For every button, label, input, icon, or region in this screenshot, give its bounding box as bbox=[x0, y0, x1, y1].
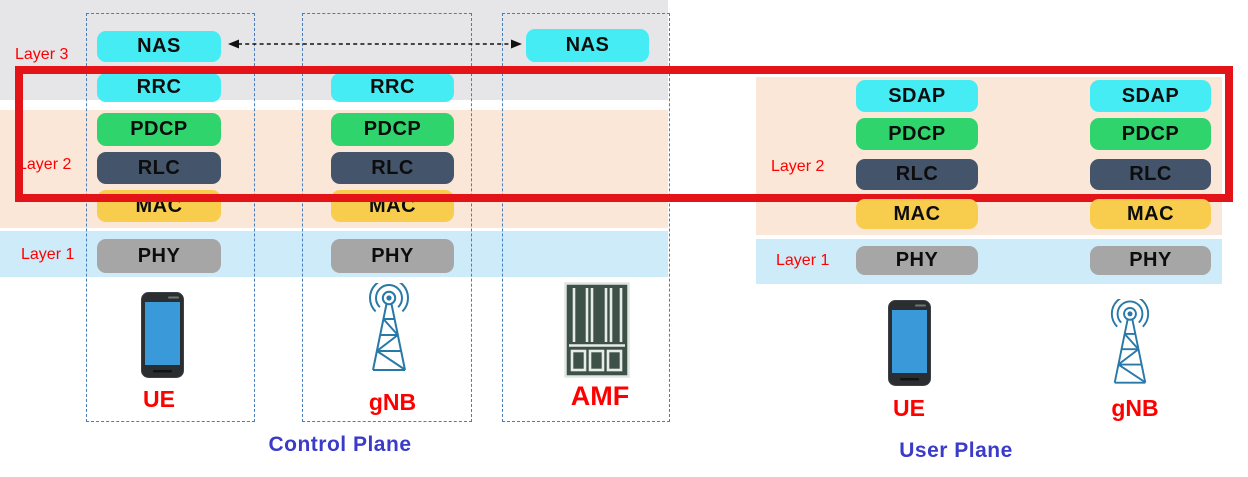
user-gnb-phy-box: PHY bbox=[1090, 246, 1211, 275]
ue-phone-icon bbox=[141, 292, 184, 378]
control-ue-rlc-box: RLC bbox=[97, 152, 221, 184]
gnb-antenna-icon bbox=[1110, 299, 1150, 384]
user-gnb-pdcp-box: PDCP bbox=[1090, 118, 1211, 150]
control-amf-nas-box: NAS bbox=[526, 29, 649, 62]
user-gnb-sdap-box: SDAP bbox=[1090, 80, 1211, 112]
user-ue-rlc-box: RLC bbox=[856, 159, 978, 190]
control-gnb-rlc-box: RLC bbox=[331, 152, 454, 184]
control-gnb-label: gNB bbox=[368, 389, 417, 415]
user-gnb-rlc-box: RLC bbox=[1090, 159, 1211, 190]
control-amf-column-border bbox=[502, 13, 670, 422]
user-ue-pdcp-box: PDCP bbox=[856, 118, 978, 150]
ue-phone-icon bbox=[888, 300, 931, 386]
control-gnb-column-border bbox=[302, 13, 472, 422]
user-ue-phy-box: PHY bbox=[856, 246, 978, 275]
gnb-antenna-icon bbox=[369, 283, 409, 371]
control-plane-title: Control Plane bbox=[268, 433, 412, 456]
control-gnb-rrc-box: RRC bbox=[331, 73, 454, 102]
user-ue-sdap-box: SDAP bbox=[856, 80, 978, 112]
user-plane-title: User Plane bbox=[899, 439, 1013, 462]
nas-nas-dashed-arrow bbox=[228, 39, 522, 49]
user-layer1-label: Layer 1 bbox=[776, 252, 830, 269]
user-gnb-label: gNB bbox=[1111, 395, 1159, 421]
layer2-highlight-rectangle bbox=[15, 66, 1233, 202]
user-layer2-label: Layer 2 bbox=[771, 158, 825, 175]
control-ue-nas-box: NAS bbox=[97, 31, 221, 62]
control-ue-phy-box: PHY bbox=[97, 239, 221, 273]
control-layer3-label: Layer 3 bbox=[15, 46, 69, 63]
control-ue-pdcp-box: PDCP bbox=[97, 113, 221, 146]
user-ue-mac-box: MAC bbox=[856, 199, 978, 229]
control-ue-label: UE bbox=[143, 386, 175, 412]
amf-server-icon bbox=[564, 282, 630, 378]
user-ue-label: UE bbox=[893, 395, 925, 421]
control-layer2-label: Layer 2 bbox=[18, 156, 72, 173]
control-ue-rrc-box: RRC bbox=[97, 73, 221, 102]
control-gnb-phy-box: PHY bbox=[331, 239, 454, 273]
control-amf-label: AMF bbox=[570, 381, 630, 411]
control-ue-column-border bbox=[86, 13, 255, 422]
user-gnb-mac-box: MAC bbox=[1090, 199, 1211, 229]
control-gnb-pdcp-box: PDCP bbox=[331, 113, 454, 146]
control-layer1-label: Layer 1 bbox=[21, 246, 75, 263]
